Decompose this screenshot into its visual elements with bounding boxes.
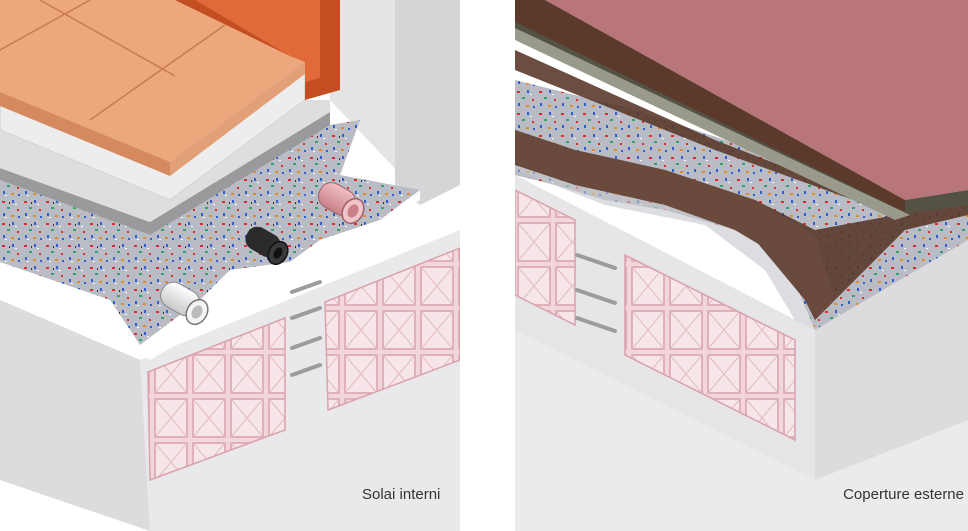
indoor-floor-section [0, 0, 460, 531]
roof-section [515, 0, 968, 531]
roof-olive-layer [515, 10, 968, 220]
caption-outdoor-roofs: Coperture esterne [843, 486, 964, 503]
pipe-black-icon [245, 226, 289, 266]
roof-hollow-block-left [515, 189, 576, 327]
pipe-white-icon [160, 281, 209, 326]
perimeter-strip [170, 0, 340, 100]
roof-hollow-block-right [624, 253, 796, 442]
pipe-copper-icon [317, 182, 365, 225]
separation-membrane [0, 112, 330, 235]
roof-membrane-top [515, 0, 968, 212]
back-wall [330, 0, 460, 205]
roof-reinforcement-bars [575, 253, 617, 333]
reinforcement-bars [290, 280, 322, 377]
caption-indoor-floors: Solai interni [362, 486, 441, 503]
hollow-block-left [147, 316, 286, 482]
hollow-block-right [324, 247, 460, 412]
roof-dark-layer [515, 50, 968, 320]
floor-tiles [0, 0, 305, 176]
